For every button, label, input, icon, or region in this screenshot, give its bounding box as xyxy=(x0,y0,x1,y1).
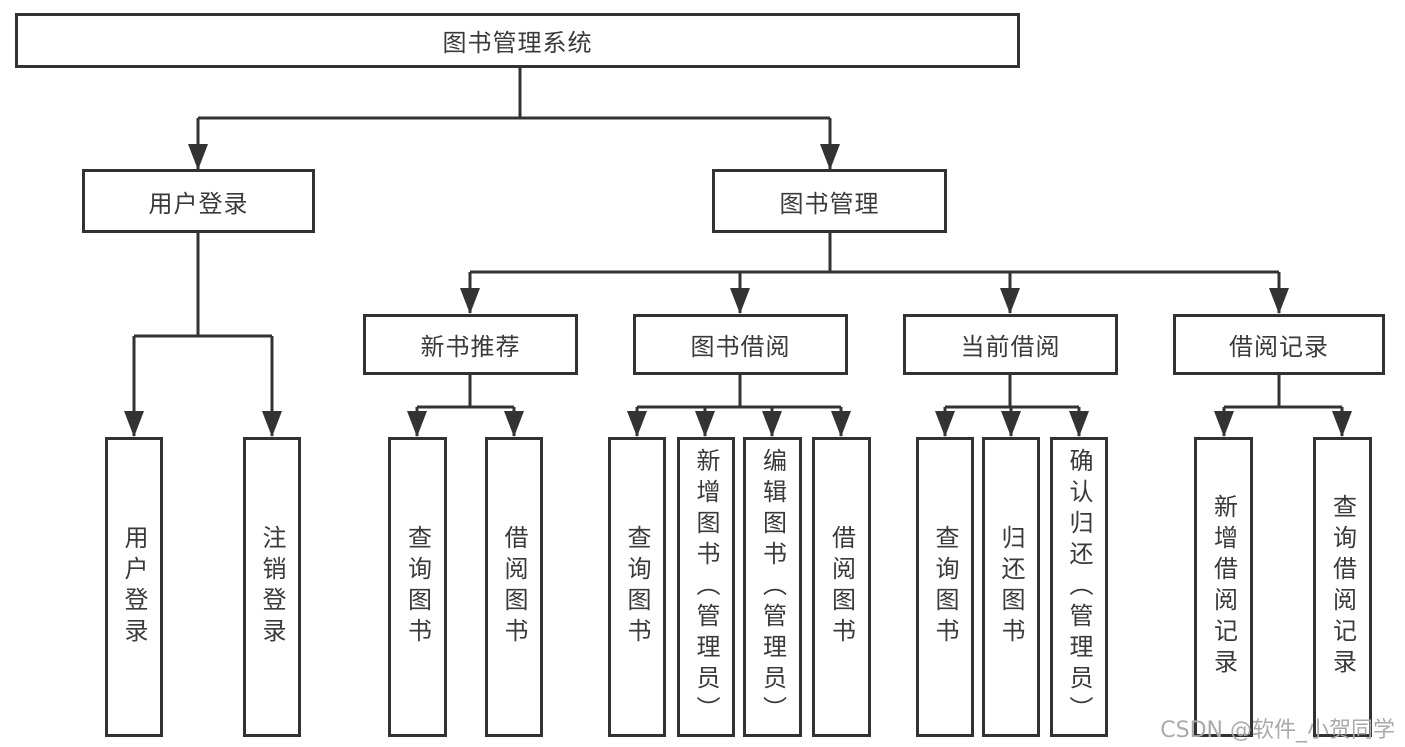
leaf-label: 查询图书 xyxy=(931,525,959,649)
connector-skeleton xyxy=(134,68,1342,409)
leaf-label: 借阅图书 xyxy=(827,525,856,649)
leaf-label: 新增借阅记录 xyxy=(1209,494,1238,680)
leaf-query-books-recommend: 查询图书 xyxy=(388,437,447,737)
node-label: 当前借阅 xyxy=(960,333,1061,361)
node-book-borrowing: 图书借阅 xyxy=(633,314,848,375)
leaf-edit-books-admin: 编辑图书（管理员） xyxy=(743,437,802,737)
node-label: 新书推荐 xyxy=(420,333,521,361)
leaf-user-login: 用户登录 xyxy=(105,437,163,737)
node-current-borrowing: 当前借阅 xyxy=(903,314,1118,375)
leaf-return-books: 归还图书 xyxy=(982,437,1040,737)
leaf-query-books-current: 查询图书 xyxy=(916,437,974,737)
node-root: 图书管理系统 xyxy=(15,13,1020,68)
leaf-query-books-borrowing: 查询图书 xyxy=(608,437,666,737)
node-user-login: 用户登录 xyxy=(82,169,315,233)
leaf-add-borrow-record: 新增借阅记录 xyxy=(1194,437,1253,737)
leaf-label: 查询图书 xyxy=(403,525,432,649)
node-label: 图书管理 xyxy=(779,189,880,218)
leaf-confirm-return-admin: 确认归还（管理员） xyxy=(1050,437,1108,737)
leaf-logout: 注销登录 xyxy=(243,437,301,737)
node-label: 用户登录 xyxy=(148,189,249,218)
node-root-label: 图书管理系统 xyxy=(442,29,593,57)
node-label: 图书借阅 xyxy=(690,333,791,361)
leaf-borrow-books-recommend: 借阅图书 xyxy=(485,437,543,737)
leaf-label: 注销登录 xyxy=(258,525,286,649)
csdn-watermark: CSDN @软件_小贺同学 xyxy=(1160,718,1395,743)
leaf-label: 编辑图书（管理员） xyxy=(758,447,787,727)
leaf-query-borrow-record: 查询借阅记录 xyxy=(1313,437,1372,737)
leaf-label: 新增图书（管理员） xyxy=(692,447,720,727)
leaf-label: 查询借阅记录 xyxy=(1328,494,1357,680)
leaf-add-books-admin: 新增图书（管理员） xyxy=(677,437,735,737)
node-label: 借阅记录 xyxy=(1229,333,1329,361)
leaf-label: 查询图书 xyxy=(623,525,651,649)
node-new-book-recommend: 新书推荐 xyxy=(363,314,578,375)
leaf-label: 确认归还（管理员） xyxy=(1065,447,1093,727)
leaf-label: 用户登录 xyxy=(120,525,148,649)
leaf-label: 归还图书 xyxy=(997,525,1025,649)
leaf-label: 借阅图书 xyxy=(500,525,528,649)
connector-arrows xyxy=(124,118,1352,437)
leaf-borrow-books-borrowing: 借阅图书 xyxy=(812,437,871,737)
node-borrowing-records: 借阅记录 xyxy=(1173,314,1385,375)
node-book-management: 图书管理 xyxy=(712,169,947,233)
